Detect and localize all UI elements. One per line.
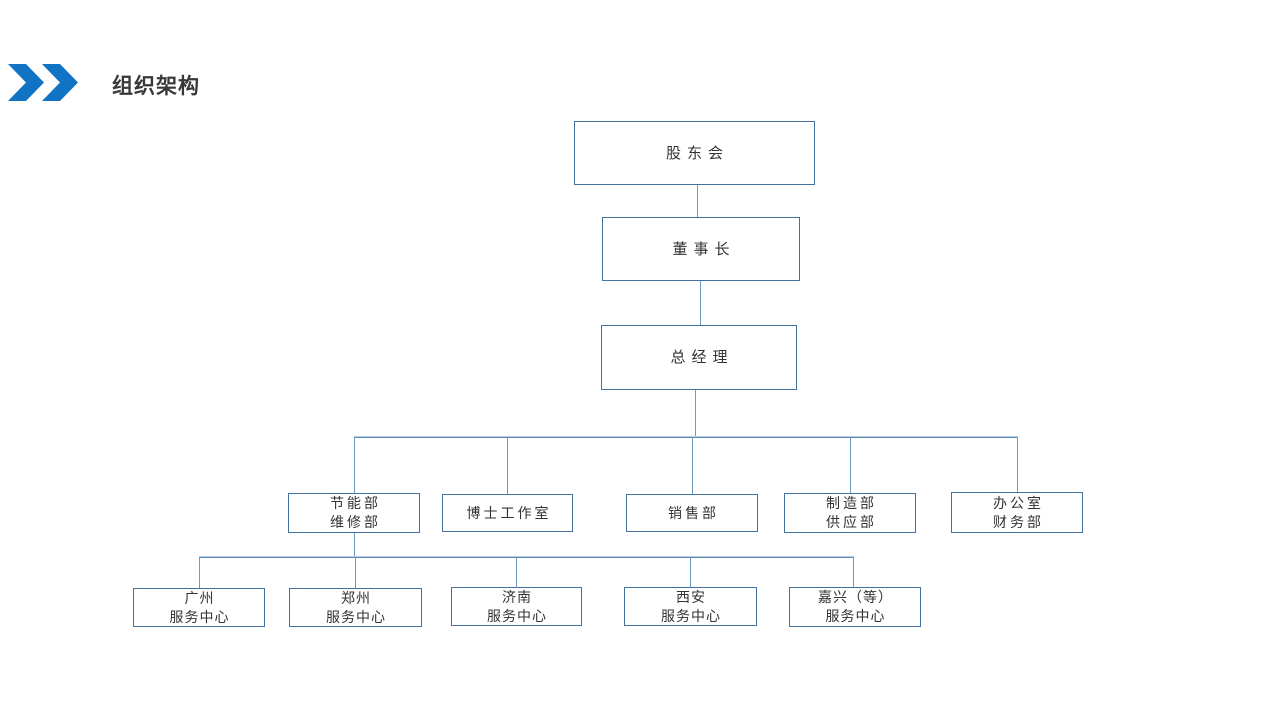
connector-energy-rail bbox=[354, 533, 355, 557]
node-label: 济南 bbox=[502, 588, 532, 605]
connector-drop-office bbox=[1017, 437, 1018, 492]
node-label: 维修部 bbox=[330, 514, 381, 530]
org-node-shareholders: 股东会 bbox=[574, 121, 815, 185]
org-node-jinan-center: 济南 服务中心 bbox=[451, 587, 582, 626]
connector-drop-zhengzhou bbox=[355, 557, 356, 588]
node-label: 郑州 bbox=[341, 589, 371, 606]
org-node-office-finance: 办公室 财务部 bbox=[951, 492, 1083, 533]
connector-gm-rail bbox=[695, 390, 696, 437]
org-node-general-manager: 总经理 bbox=[601, 325, 797, 390]
org-node-sales-dept: 销售部 bbox=[626, 494, 758, 532]
node-label: 服务中心 bbox=[825, 608, 886, 624]
org-node-xian-center: 西安 服务中心 bbox=[624, 587, 757, 626]
org-node-doctor-studio: 博士工作室 bbox=[442, 494, 573, 532]
connector-drop-sales bbox=[692, 437, 693, 494]
connector-drop-energy bbox=[354, 437, 355, 493]
node-label: 办公室 bbox=[993, 494, 1044, 511]
connector-rail-departments bbox=[354, 436, 1018, 438]
fast-forward-chevron-icon bbox=[42, 64, 78, 101]
node-label: 嘉兴（等） bbox=[818, 589, 893, 605]
node-label: 股东会 bbox=[665, 144, 729, 162]
fast-forward-chevron-icon bbox=[8, 64, 44, 101]
node-label: 节能部 bbox=[330, 495, 381, 511]
org-node-zhengzhou-center: 郑州 服务中心 bbox=[289, 588, 422, 627]
connector-shareholders-chairman bbox=[697, 185, 698, 217]
connector-rail-centers bbox=[199, 556, 854, 558]
connector-drop-xian bbox=[690, 557, 691, 587]
node-label: 财务部 bbox=[993, 513, 1044, 530]
connector-drop-jinan bbox=[516, 557, 517, 587]
node-label: 服务中心 bbox=[169, 608, 230, 625]
org-node-energy-maintenance: 节能部 维修部 bbox=[288, 493, 420, 533]
org-node-jiaxing-center: 嘉兴（等） 服务中心 bbox=[789, 587, 921, 627]
connector-drop-guangzhou bbox=[199, 557, 200, 588]
connector-chairman-gm bbox=[700, 281, 701, 325]
node-label: 总经理 bbox=[670, 349, 734, 366]
org-node-guangzhou-center: 广州 服务中心 bbox=[133, 588, 265, 627]
node-label: 服务中心 bbox=[487, 607, 547, 624]
node-label: 供应部 bbox=[826, 514, 877, 530]
connector-drop-doctor-studio bbox=[507, 437, 508, 494]
node-label: 博士工作室 bbox=[466, 504, 552, 521]
connector-drop-manufacturing bbox=[850, 437, 851, 493]
node-label: 服务中心 bbox=[661, 607, 721, 624]
org-node-chairman: 董事长 bbox=[602, 217, 800, 281]
node-label: 广州 bbox=[184, 589, 215, 606]
node-label: 制造部 bbox=[826, 495, 877, 511]
node-label: 董事长 bbox=[672, 240, 736, 258]
node-label: 服务中心 bbox=[326, 608, 386, 625]
node-label: 销售部 bbox=[668, 504, 719, 521]
page-title: 组织架构 bbox=[112, 75, 200, 98]
connector-drop-jiaxing bbox=[853, 557, 854, 587]
org-node-manufacturing-supply: 制造部 供应部 bbox=[784, 493, 916, 533]
node-label: 西安 bbox=[676, 588, 706, 605]
